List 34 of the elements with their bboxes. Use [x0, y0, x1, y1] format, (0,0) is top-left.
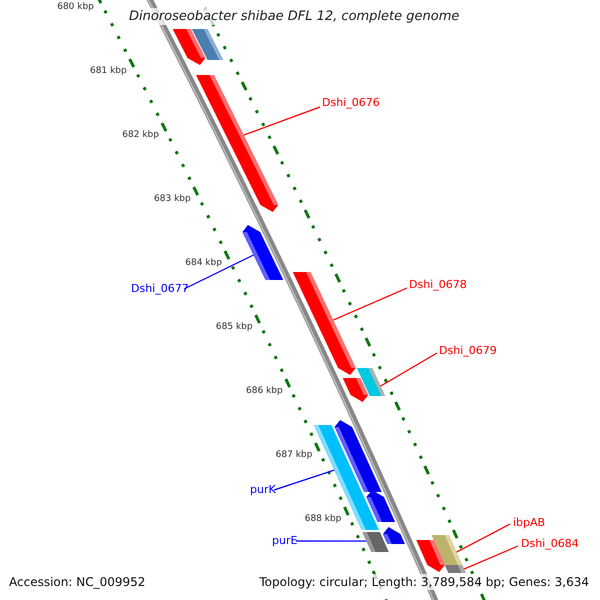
leader-line: [333, 287, 408, 321]
gene-block: [242, 225, 284, 280]
gene-label: ibpAB: [513, 516, 546, 529]
gene-block: [196, 75, 278, 212]
gene-block: [192, 29, 224, 60]
scale-label: 680 kbp: [57, 2, 94, 12]
scale-label: 687 kbp: [276, 450, 312, 460]
leader-line: [464, 545, 518, 570]
gene-block: [382, 527, 405, 544]
gene-block: [444, 565, 466, 574]
gene-block: [416, 540, 445, 572]
scale-label: 688 kbp: [304, 514, 342, 524]
leader-line: [380, 352, 438, 387]
gene-block: [292, 272, 356, 375]
gene-label: Dshi_0679: [439, 344, 497, 357]
leader-line: [244, 106, 320, 136]
gene-label: Dshi_0677: [131, 282, 189, 295]
leader-line: [296, 540, 366, 542]
scale-label: 686 kbp: [246, 386, 283, 396]
leader-line: [456, 523, 510, 553]
gene-label: purK: [250, 483, 276, 496]
leader-line: [184, 254, 254, 290]
leader-line: [274, 470, 335, 491]
scale-label: 684 kbp: [185, 258, 222, 268]
scale-label: 682 kbp: [122, 130, 159, 140]
gene-block: [362, 532, 389, 552]
scale-label: 681 kbp: [90, 66, 127, 76]
scale-label: 685 kbp: [216, 322, 253, 332]
gene-block: [342, 378, 368, 402]
gene-label: purE: [272, 534, 298, 547]
gene-block: [366, 490, 396, 522]
gene-label: Dshi_0684: [521, 537, 579, 550]
gene-label: Dshi_0676: [322, 96, 380, 109]
gene-label: Dshi_0678: [409, 278, 467, 291]
